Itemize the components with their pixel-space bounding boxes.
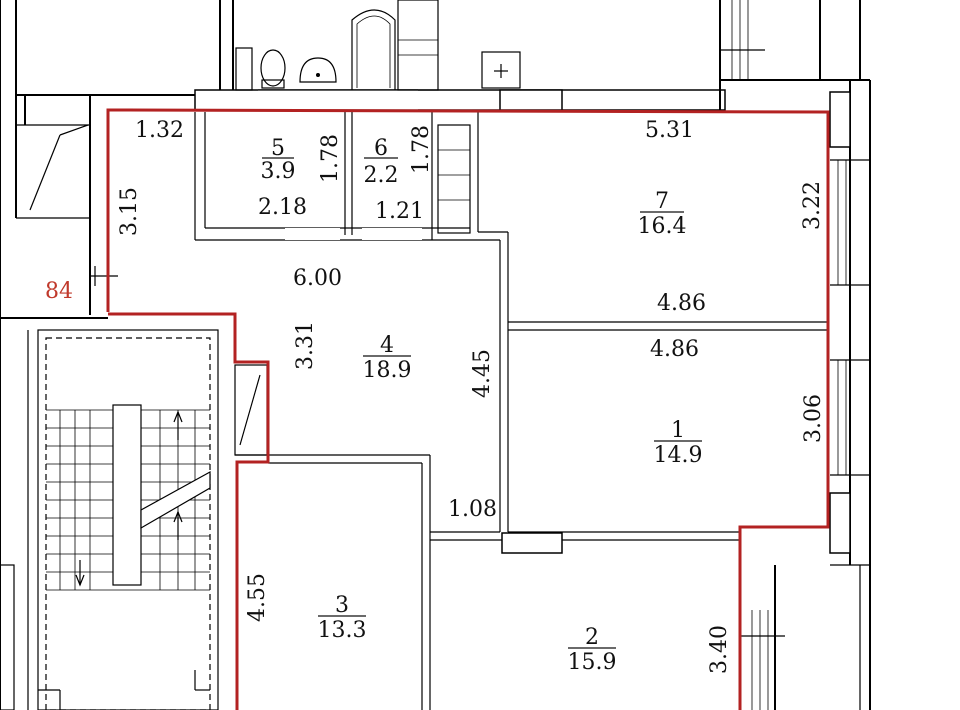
room-label-2: 2 15.9	[568, 625, 617, 675]
dim-1-08: 1.08	[448, 497, 497, 522]
dim-3-06: 3.06	[801, 394, 826, 443]
dim-1-78-b: 1.78	[409, 125, 434, 174]
dim-6-00: 6.00	[293, 266, 342, 291]
room-label-1: 1 14.9	[654, 418, 703, 468]
edge-label-84: 84	[45, 279, 73, 304]
dim-1-32: 1.32	[135, 118, 184, 143]
svg-text:5: 5	[271, 136, 285, 161]
dim-1-21: 1.21	[375, 199, 424, 224]
room-label-6: 6 2.2	[364, 136, 399, 188]
svg-text:16.4: 16.4	[638, 214, 687, 239]
svg-text:2: 2	[585, 625, 599, 650]
dim-5-31: 5.31	[645, 118, 694, 143]
svg-text:3: 3	[335, 593, 349, 618]
room-label-7: 7 16.4	[638, 189, 687, 239]
interior-walls	[194, 112, 828, 710]
svg-text:3.9: 3.9	[261, 159, 296, 184]
stair-steps-left	[46, 409, 210, 591]
upper-fixtures	[235, 0, 765, 91]
bathtub-icon	[351, 9, 396, 90]
dim-3-31: 3.31	[293, 321, 318, 370]
svg-text:1: 1	[671, 418, 685, 443]
stairwell	[0, 317, 219, 710]
sink-icon	[299, 57, 337, 83]
dim-4-86-a: 4.86	[657, 291, 706, 316]
svg-text:13.3: 13.3	[318, 618, 367, 643]
svg-text:15.9: 15.9	[568, 650, 617, 675]
dim-4-86-b: 4.86	[650, 337, 699, 362]
svg-text:7: 7	[655, 189, 669, 214]
washbasin-icon	[481, 51, 521, 89]
exterior-walls	[0, 0, 871, 710]
dim-1-78-a: 1.78	[318, 134, 343, 183]
svg-text:18.9: 18.9	[363, 358, 412, 383]
dim-3-22: 3.22	[800, 181, 825, 230]
toilet-icon	[260, 49, 286, 87]
svg-text:4: 4	[380, 333, 394, 358]
room-label-4: 4 18.9	[363, 333, 412, 383]
svg-text:2.2: 2.2	[364, 163, 399, 188]
apartment-boundary-lower	[108, 312, 270, 710]
stair-break-line	[140, 470, 211, 530]
dim-4-55: 4.55	[245, 573, 270, 622]
dim-3-40: 3.40	[707, 625, 732, 674]
dim-4-45: 4.45	[470, 349, 495, 398]
dim-3-15: 3.15	[117, 187, 142, 236]
room-label-5: 5 3.9	[261, 136, 296, 184]
lower-right-details	[90, 266, 785, 710]
apartment-boundary	[106, 108, 830, 710]
svg-text:14.9: 14.9	[654, 443, 703, 468]
room-label-3: 3 13.3	[318, 593, 367, 643]
svg-text:6: 6	[374, 136, 388, 161]
dim-2-18: 2.18	[258, 195, 307, 220]
